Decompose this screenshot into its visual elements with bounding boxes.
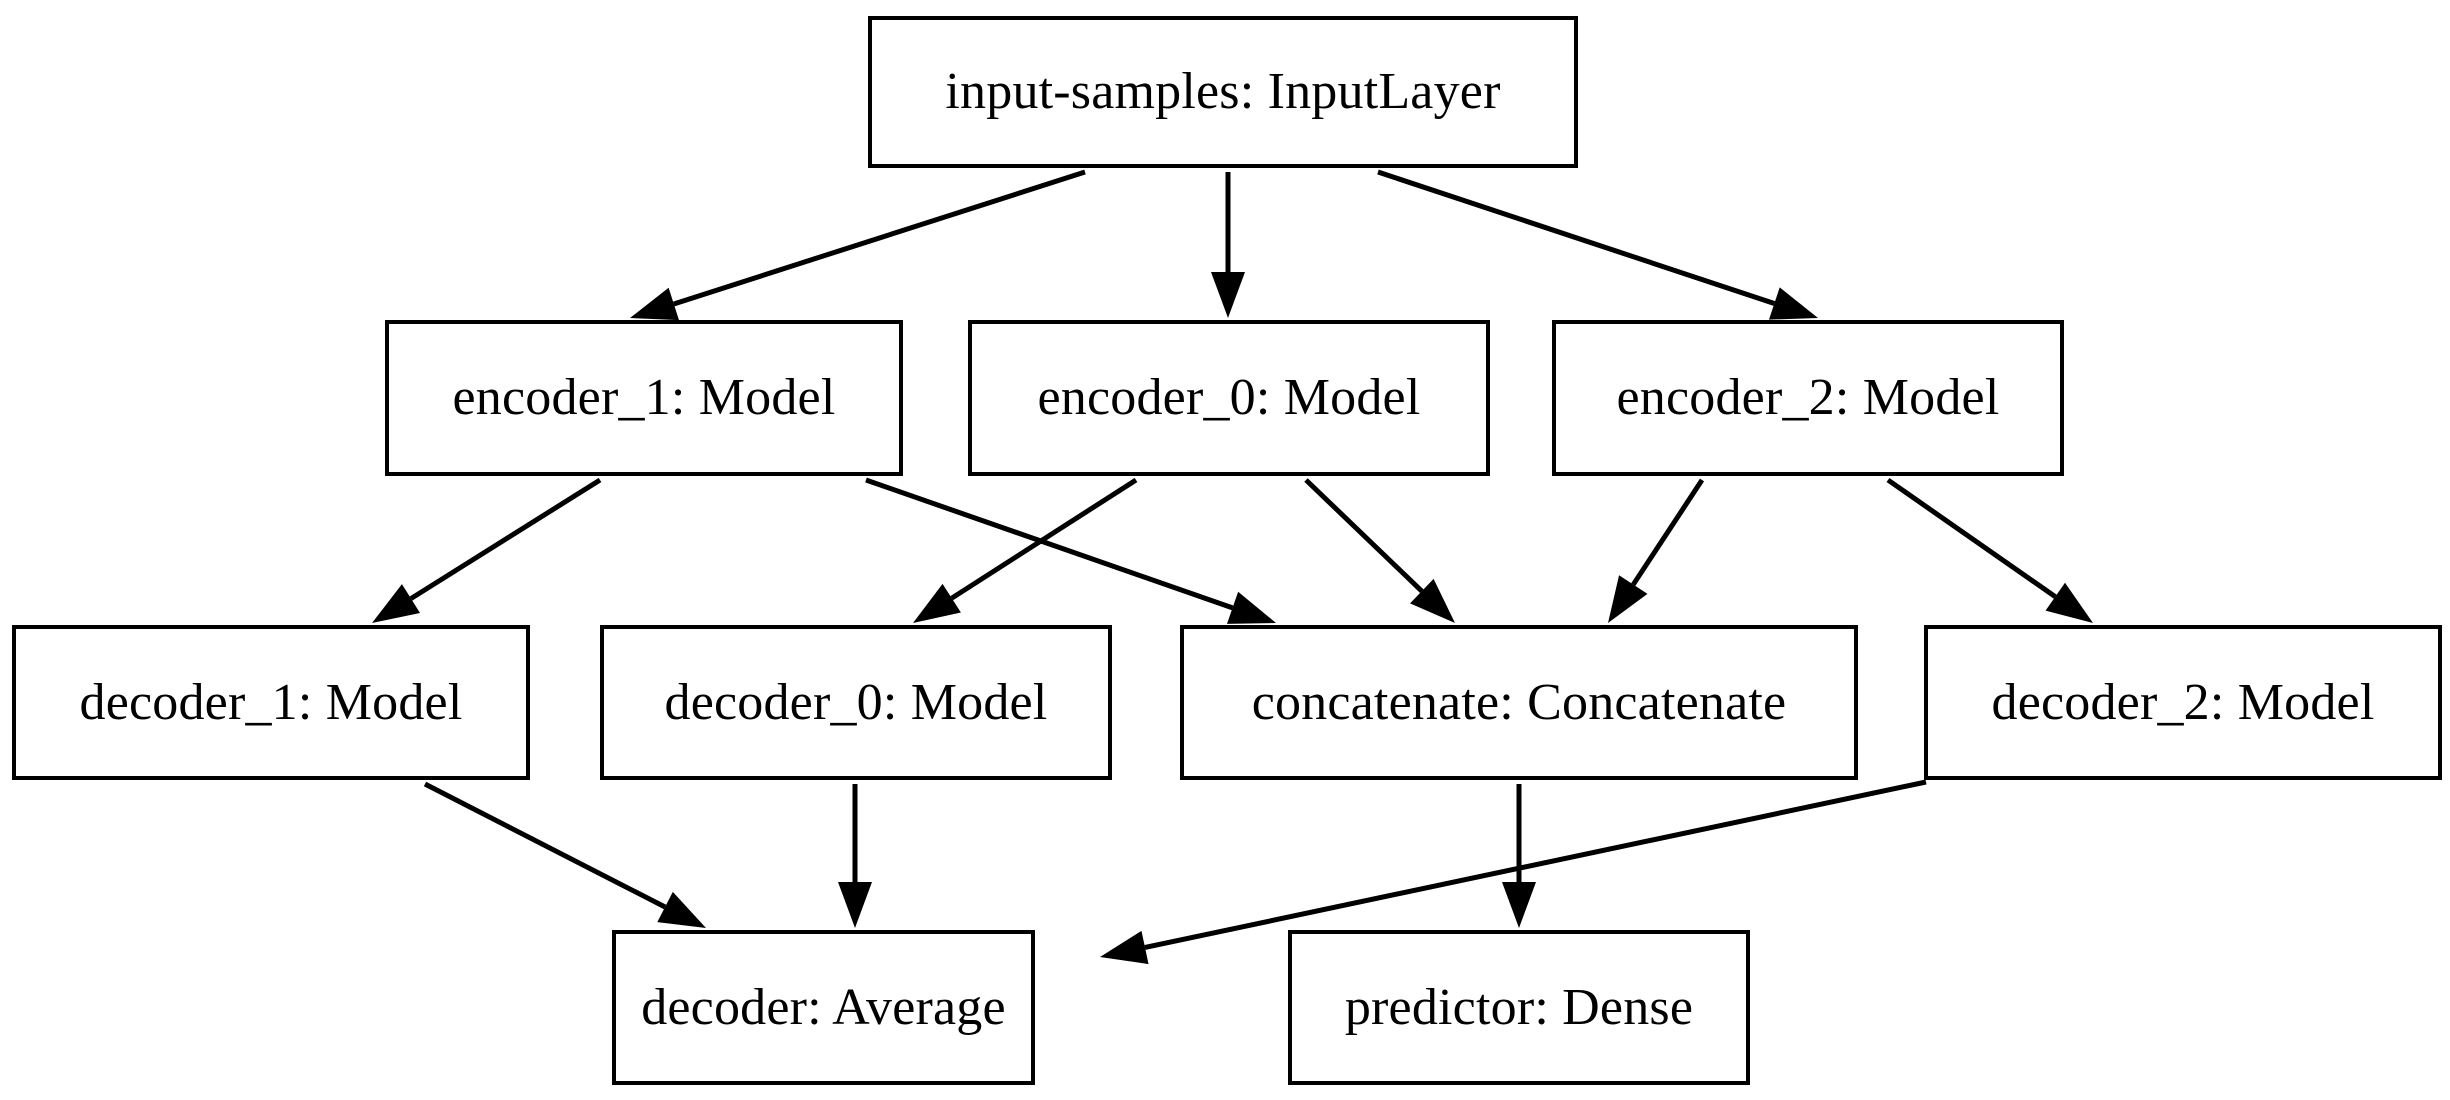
arrowhead-icon xyxy=(838,882,872,928)
edge-input-samples-to-encoder_2 xyxy=(1377,169,1818,320)
edge-decoder_0-to-decoder xyxy=(838,784,872,928)
node-decoder_2[interactable]: decoder_2: Model xyxy=(1924,625,2442,780)
arrowhead-icon xyxy=(913,583,961,623)
node-label: encoder_2: Model xyxy=(1616,369,2000,426)
node-encoder_2[interactable]: encoder_2: Model xyxy=(1552,320,2064,476)
edge-concatenate-to-predictor xyxy=(1502,784,1536,928)
edge-encoder_2-to-concatenate xyxy=(1608,478,1705,623)
edge-line xyxy=(865,477,1234,611)
edge-line xyxy=(1144,779,1927,950)
node-label: decoder_0: Model xyxy=(664,673,1048,731)
arrowhead-icon xyxy=(630,287,679,321)
edge-line xyxy=(1886,477,2057,599)
edge-line xyxy=(673,169,1086,307)
edge-line xyxy=(1631,478,1705,586)
edge-line xyxy=(409,477,602,601)
node-label: concatenate: Concatenate xyxy=(1251,673,1787,731)
arrowhead-icon xyxy=(1211,272,1245,318)
node-label: decoder: Average xyxy=(641,978,1006,1036)
arrowhead-icon xyxy=(1502,882,1536,928)
node-input-samples[interactable]: input-samples: InputLayer xyxy=(868,16,1578,168)
node-decoder_0[interactable]: decoder_0: Model xyxy=(600,625,1112,780)
node-concatenate[interactable]: concatenate: Concatenate xyxy=(1180,625,1858,780)
node-decoder_1[interactable]: decoder_1: Model xyxy=(12,625,530,780)
arrowhead-icon xyxy=(1768,287,1818,320)
edge-line xyxy=(423,781,667,910)
node-encoder_1[interactable]: encoder_1: Model xyxy=(385,320,903,476)
edge-encoder_2-to-decoder_2 xyxy=(1886,477,2093,623)
node-label: decoder_2: Model xyxy=(1991,673,2375,731)
edge-decoder_1-to-decoder xyxy=(423,781,706,928)
arrowhead-icon xyxy=(1226,591,1276,624)
edge-line xyxy=(950,477,1138,601)
edge-input-samples-to-encoder_0 xyxy=(1211,172,1245,318)
node-decoder[interactable]: decoder: Average xyxy=(612,930,1035,1085)
edge-encoder_1-to-decoder_1 xyxy=(372,477,602,623)
node-label: input-samples: InputLayer xyxy=(945,63,1501,120)
edge-input-samples-to-encoder_1 xyxy=(630,169,1086,321)
node-label: encoder_1: Model xyxy=(452,369,836,426)
edge-encoder_1-to-concatenate xyxy=(865,477,1276,624)
edge-line xyxy=(1304,478,1424,593)
arrowhead-icon xyxy=(657,891,706,928)
node-encoder_0[interactable]: encoder_0: Model xyxy=(968,320,1490,476)
node-label: predictor: Dense xyxy=(1344,978,1694,1036)
arrowhead-icon xyxy=(372,584,421,623)
arrowhead-icon xyxy=(1410,578,1455,623)
arrowhead-icon xyxy=(1100,930,1149,965)
edge-line xyxy=(1377,169,1776,306)
node-label: decoder_1: Model xyxy=(79,673,463,731)
arrowhead-icon xyxy=(2045,582,2093,623)
node-predictor[interactable]: predictor: Dense xyxy=(1288,930,1750,1085)
node-label: encoder_0: Model xyxy=(1037,369,1421,426)
arrowhead-icon xyxy=(1608,575,1648,623)
edge-encoder_0-to-decoder_0 xyxy=(913,477,1138,623)
edge-encoder_0-to-concatenate xyxy=(1304,478,1455,623)
